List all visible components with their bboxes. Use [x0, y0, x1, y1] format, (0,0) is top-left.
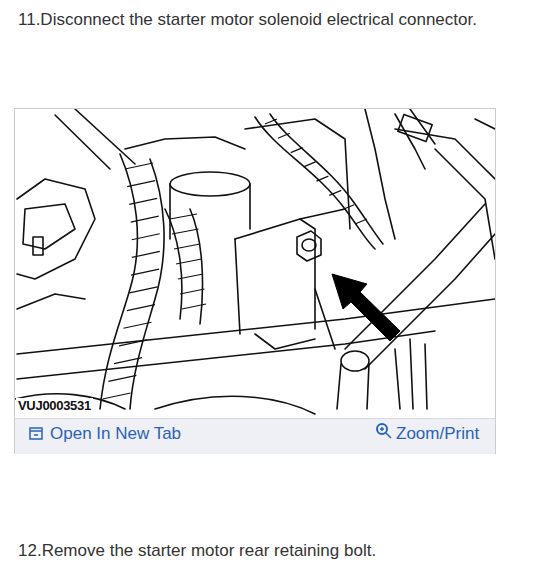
line-art — [129, 198, 157, 204]
line-art — [170, 172, 250, 196]
line-art — [182, 304, 206, 309]
line-art — [302, 239, 316, 251]
line-art — [435, 149, 495, 259]
line-art — [235, 239, 240, 334]
line-art — [131, 269, 159, 275]
line-art — [398, 114, 432, 141]
line-art — [395, 339, 427, 409]
open-tab-link: Open In New Tab — [50, 424, 181, 444]
line-art — [300, 209, 345, 219]
line-art — [33, 237, 43, 255]
line-art — [23, 204, 75, 249]
line-art — [30, 431, 42, 435]
line-art — [75, 109, 135, 164]
line-art — [125, 137, 245, 149]
line-art — [304, 162, 316, 167]
line-art — [170, 214, 197, 219]
step-text: 12.Remove the starter motor rear retaini… — [18, 541, 376, 561]
line-art — [119, 340, 147, 346]
figure-code: VUJ0003531 — [16, 398, 93, 413]
line-art — [17, 331, 435, 379]
line-art — [127, 305, 155, 311]
line-art — [245, 119, 350, 229]
starter-illustration — [15, 109, 495, 418]
line-art — [270, 114, 383, 244]
line-art — [30, 428, 42, 439]
line-art — [130, 159, 164, 409]
pointer-arrow — [332, 274, 400, 341]
line-art — [114, 358, 142, 364]
zoom-icon — [377, 424, 391, 438]
line-art — [155, 396, 315, 414]
line-art — [265, 119, 277, 124]
line-art — [180, 289, 205, 294]
line-art — [365, 109, 395, 239]
line-art — [337, 364, 369, 409]
hose-ribs — [103, 119, 367, 399]
line-art — [278, 133, 290, 138]
line-art — [125, 163, 153, 169]
line-art — [127, 181, 155, 187]
line-art — [345, 204, 485, 349]
line-art — [132, 251, 160, 257]
step-text: 11.Disconnect the starter motor solenoid… — [18, 10, 477, 30]
line-art — [255, 117, 375, 249]
line-art — [100, 154, 137, 409]
line-art — [176, 259, 202, 264]
line-art — [103, 393, 131, 399]
line-art — [315, 289, 335, 349]
line-art — [316, 176, 328, 181]
line-art — [178, 274, 203, 279]
line-art — [165, 209, 182, 319]
line-art — [380, 427, 391, 438]
line-art — [255, 334, 315, 349]
line-art — [291, 148, 303, 153]
line-art — [108, 375, 136, 381]
line-art — [355, 219, 367, 224]
line-art — [15, 109, 495, 414]
line-art — [342, 205, 354, 210]
line-art — [174, 244, 200, 249]
line-art — [132, 234, 160, 240]
zoom-link: Zoom/Print — [396, 424, 479, 444]
line-art — [341, 351, 369, 371]
line-art — [329, 190, 341, 195]
line-art — [131, 216, 159, 222]
line-art — [170, 184, 250, 239]
line-art — [297, 231, 321, 261]
open-tab-icon — [30, 428, 42, 439]
line-art — [235, 219, 315, 329]
line-art — [130, 287, 158, 293]
line-art — [123, 322, 151, 328]
line-art — [365, 234, 495, 369]
line-art — [55, 115, 110, 169]
line-art — [17, 179, 95, 279]
line-art — [17, 299, 495, 354]
line-art — [17, 294, 85, 309]
line-art — [172, 229, 199, 234]
